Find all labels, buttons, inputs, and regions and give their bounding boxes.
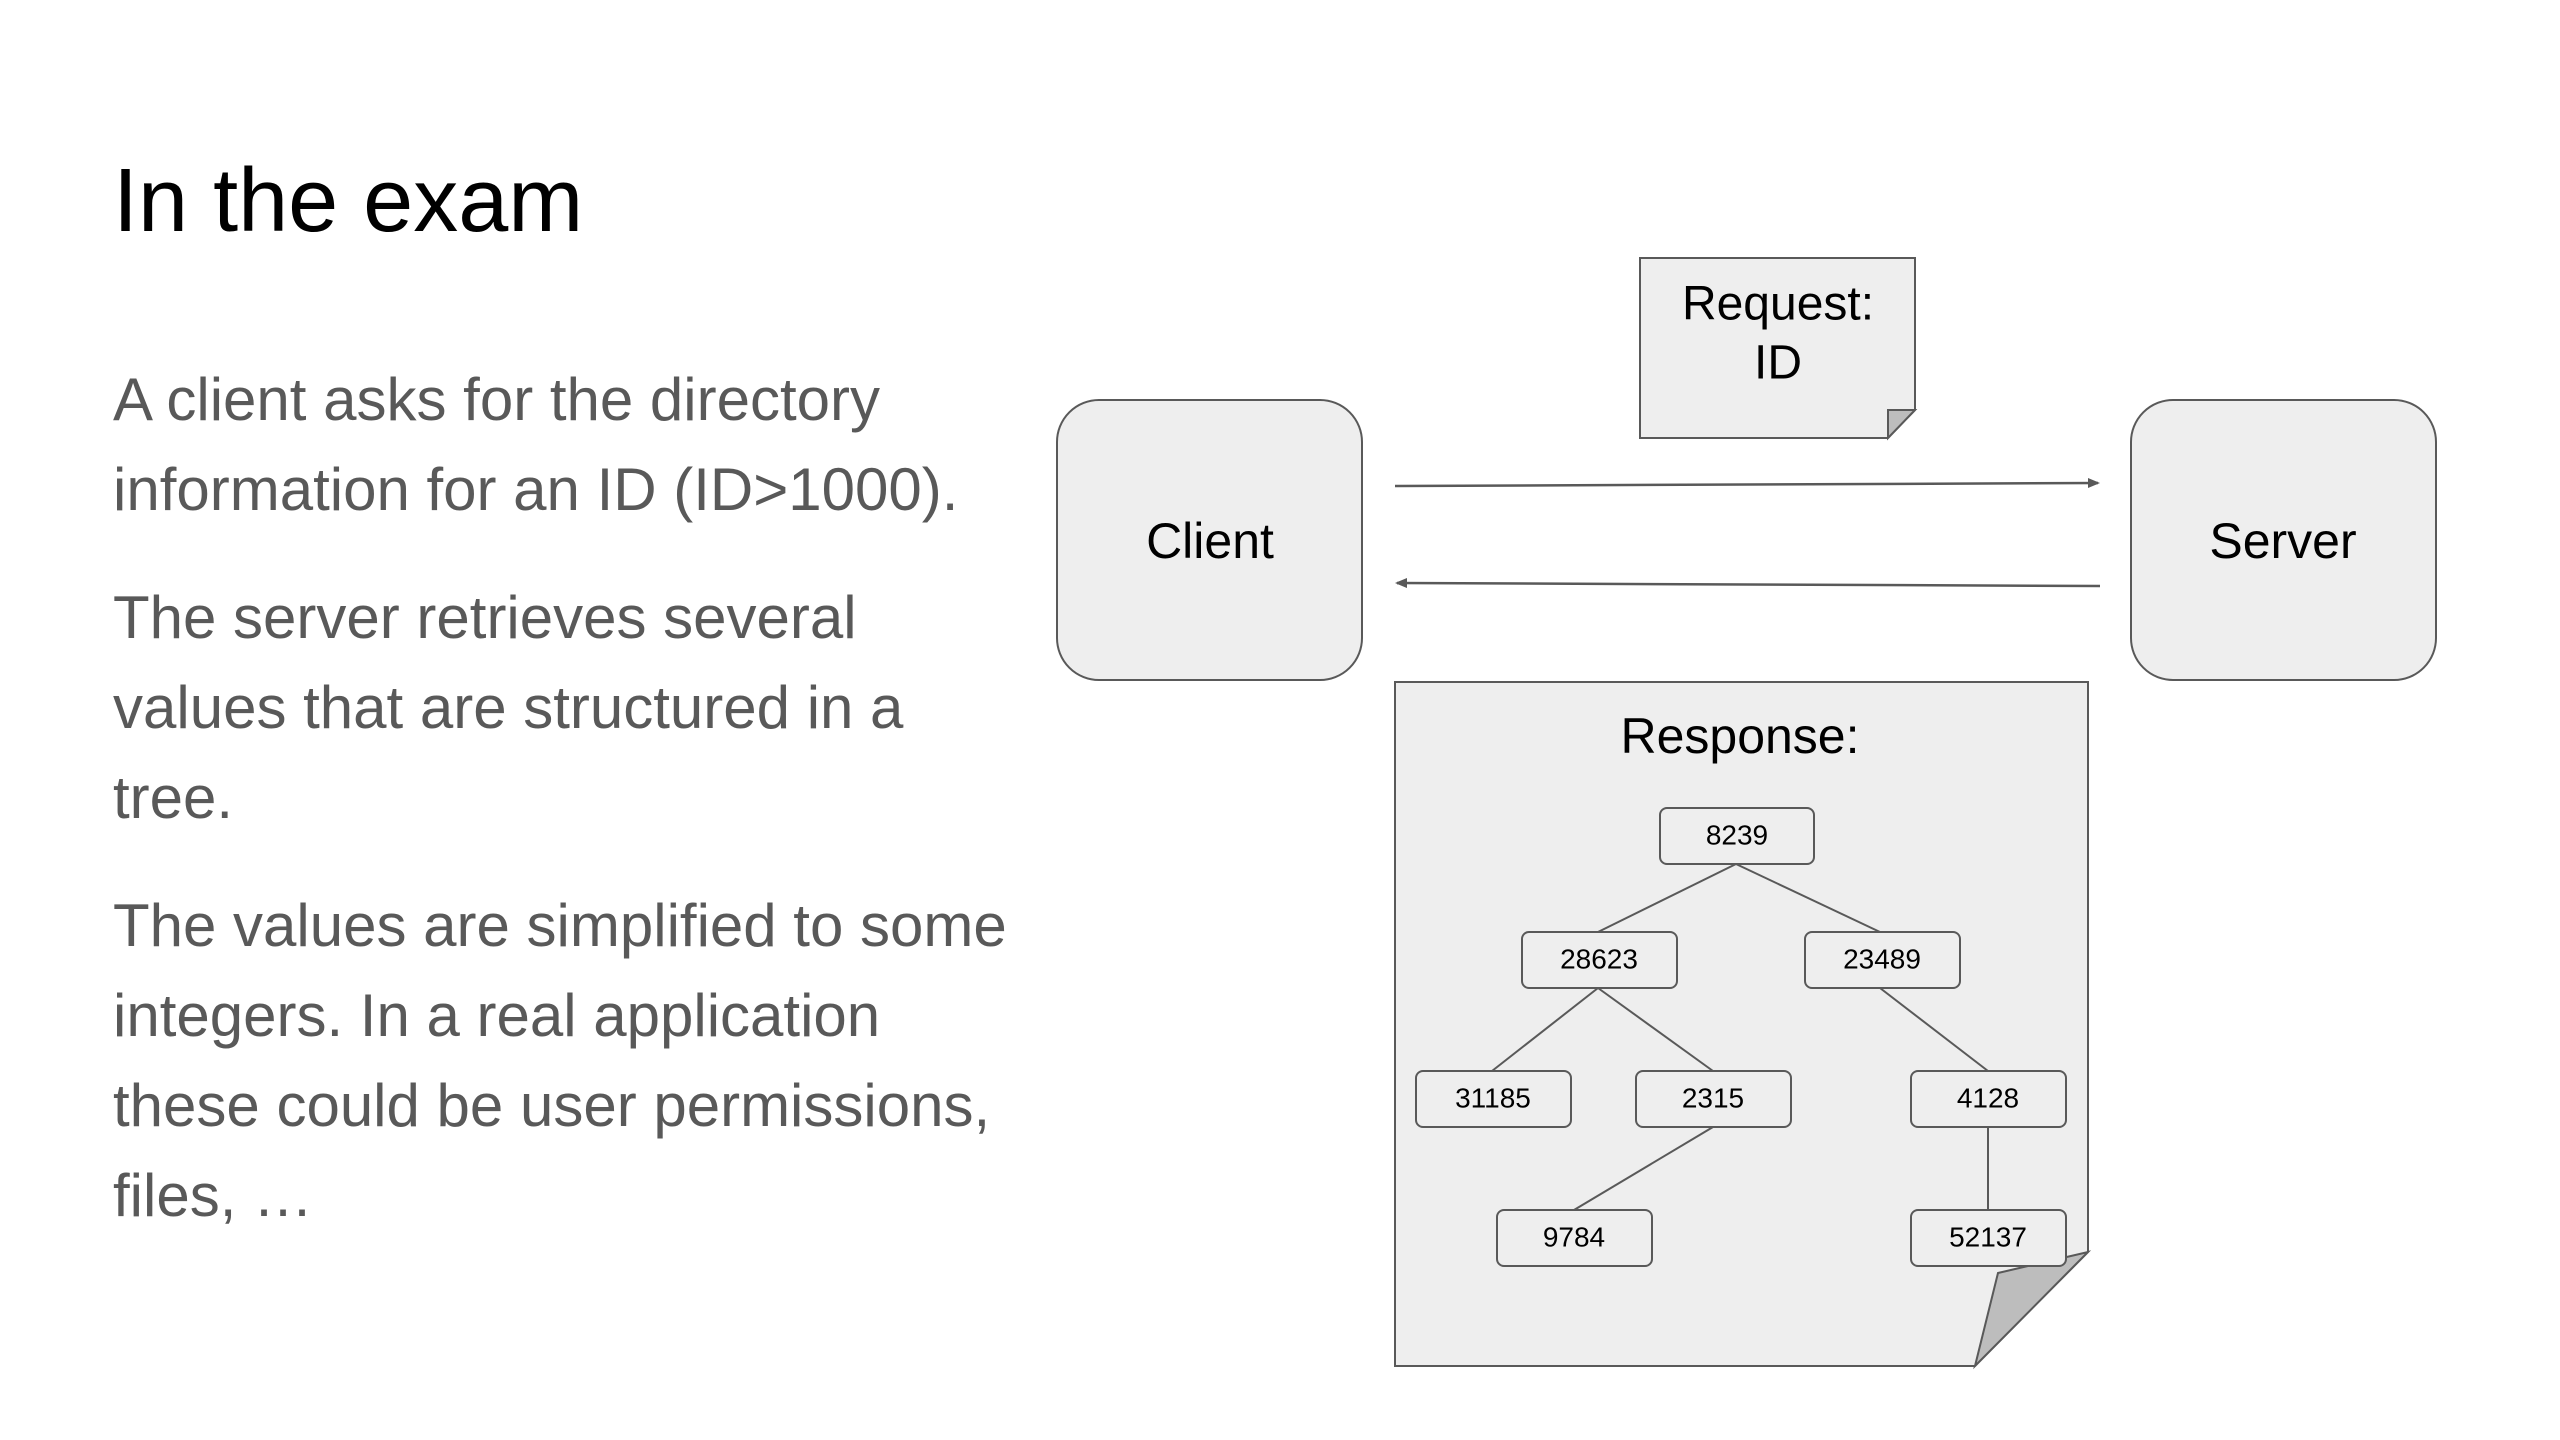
svg-text:4128: 4128 [1957, 1082, 2019, 1113]
tree-node: 2315 [1635, 1070, 1792, 1128]
response-arrow [1395, 578, 2101, 589]
request-arrow [1394, 478, 2100, 489]
tree-node: 28623 [1521, 931, 1678, 989]
tree-node: 4128 [1910, 1070, 2067, 1128]
tree-node: 23489 [1804, 931, 1961, 989]
server-label: Server [2209, 513, 2356, 569]
slide-body: A client asks for the directory informat… [113, 355, 1013, 1279]
tree-node: 9784 [1496, 1209, 1653, 1267]
svg-text:8239: 8239 [1706, 819, 1768, 850]
tree-edges [1491, 863, 1989, 1211]
client-label: Client [1146, 513, 1274, 569]
svg-text:2315: 2315 [1682, 1082, 1744, 1113]
svg-text:9784: 9784 [1543, 1221, 1605, 1252]
client-box: Client [1056, 399, 1363, 681]
paragraph-request: A client asks for the directory informat… [113, 366, 959, 523]
response-label: Response: [1620, 708, 1859, 764]
svg-text:31185: 31185 [1455, 1082, 1531, 1113]
request-id-label: ID [1754, 337, 1802, 390]
paragraph-values: The values are simplified to some intege… [113, 892, 1007, 1229]
tree-node: 31185 [1415, 1070, 1572, 1128]
response-document: Response: [1394, 681, 2092, 1370]
paragraph-tree: The server retrieves several values that… [113, 584, 904, 831]
tree-node: 52137 [1910, 1209, 2067, 1267]
tree-node: 8239 [1659, 807, 1815, 865]
svg-text:28623: 28623 [1560, 943, 1638, 974]
svg-text:23489: 23489 [1843, 943, 1921, 974]
request-label: Request: [1682, 278, 1874, 331]
request-note: Request: ID [1639, 257, 1918, 441]
slide-title: In the exam [113, 151, 584, 251]
svg-text:52137: 52137 [1949, 1221, 2027, 1252]
server-box: Server [2130, 399, 2437, 681]
